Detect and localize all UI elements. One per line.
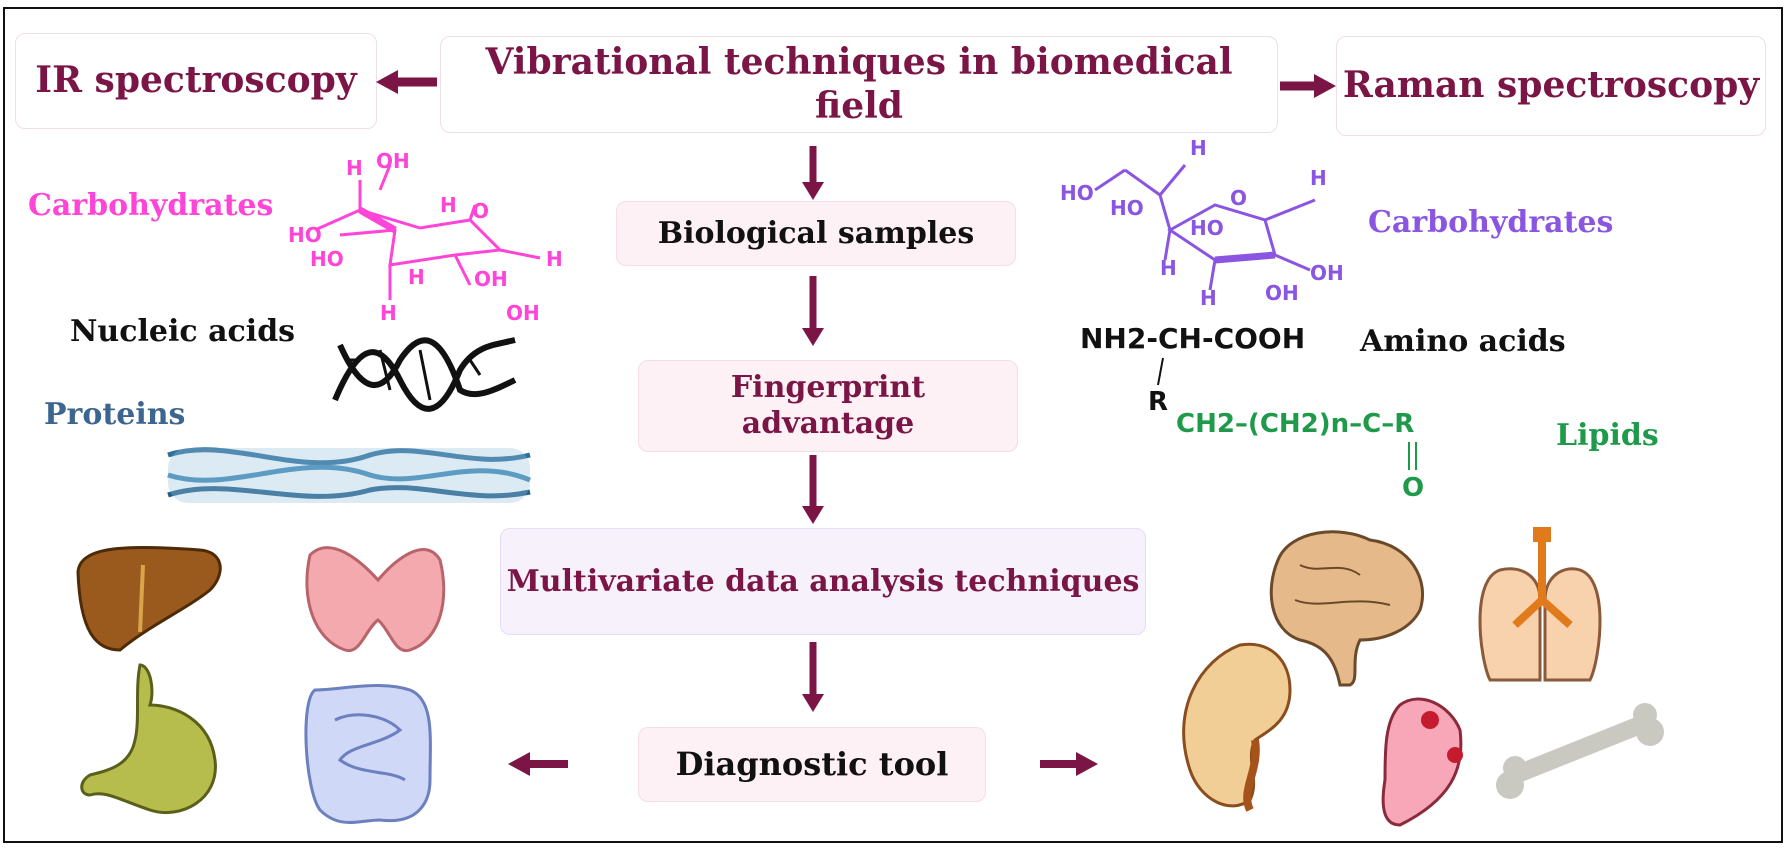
arrow-to-ir xyxy=(376,70,437,94)
brain-icon xyxy=(1269,530,1425,687)
ir-spectroscopy-label: IR spectroscopy xyxy=(35,59,357,102)
liver-icon xyxy=(76,545,222,652)
stomach-icon xyxy=(80,663,217,815)
fingerprint-advantage-box: Fingerprint advantage xyxy=(638,360,1018,452)
amino-acids-label: Amino acids xyxy=(1360,324,1566,359)
intestine-icon xyxy=(304,684,432,824)
lipid-formula: CH2–(CH2)n–C–R xyxy=(1176,409,1414,439)
arrow-bio-to-finger xyxy=(802,276,824,346)
arrow-main-to-bio xyxy=(802,146,824,200)
svg-text:O: O xyxy=(1230,186,1247,210)
raman-spectroscopy-label: Raman spectroscopy xyxy=(1342,64,1760,107)
diagnostic-tool-label: Diagnostic tool xyxy=(675,745,949,784)
biological-samples-label: Biological samples xyxy=(657,215,975,251)
arrow-multi-to-diag xyxy=(802,642,824,712)
svg-text:H: H xyxy=(1190,136,1207,160)
right-carbohydrates-label: Carbohydrates xyxy=(1368,205,1614,240)
svg-text:HO: HO xyxy=(310,247,344,271)
biological-samples-box: Biological samples xyxy=(616,201,1016,266)
arrow-finger-to-multi xyxy=(802,455,824,524)
thyroid-icon xyxy=(305,546,446,653)
bone-icon xyxy=(1496,703,1664,799)
proteins-label: Proteins xyxy=(44,397,186,432)
svg-text:OH: OH xyxy=(474,267,508,291)
svg-text:OH: OH xyxy=(506,301,540,325)
arrow-to-raman xyxy=(1280,74,1336,98)
raman-spectroscopy-box: Raman spectroscopy xyxy=(1336,36,1766,136)
svg-text:H: H xyxy=(346,156,363,180)
fingerprint-advantage-label: Fingerprint advantage xyxy=(730,370,926,441)
lungs-icon xyxy=(1478,527,1602,682)
svg-text:OH: OH xyxy=(376,149,410,173)
svg-text:HO: HO xyxy=(1110,196,1144,220)
arrow-diag-right xyxy=(1040,752,1098,776)
svg-text:HO: HO xyxy=(288,223,322,247)
arrow-diag-left xyxy=(508,752,568,776)
svg-text:HO: HO xyxy=(1060,181,1094,205)
diagnostic-tool-box: Diagnostic tool xyxy=(638,727,986,802)
amino-formula: NH2-CH-COOH xyxy=(1080,322,1305,355)
svg-text:H: H xyxy=(1200,286,1217,310)
kidney-icon xyxy=(1182,642,1292,812)
svg-text:H: H xyxy=(440,193,457,217)
heart-icon xyxy=(1381,697,1463,827)
main-title-label: Vibrational techniques in biomedical fie… xyxy=(485,41,1233,127)
svg-text:H: H xyxy=(1160,256,1177,280)
main-title-box: Vibrational techniques in biomedical fie… xyxy=(440,36,1278,133)
left-carbohydrates-label: Carbohydrates xyxy=(28,188,274,223)
svg-text:H: H xyxy=(380,301,397,325)
dna-helix-icon xyxy=(332,337,517,412)
nucleic-acids-label: Nucleic acids xyxy=(70,314,296,349)
svg-text:H: H xyxy=(546,247,563,271)
lipids-label: Lipids xyxy=(1556,418,1659,453)
svg-text:H: H xyxy=(1310,166,1327,190)
multivariate-analysis-box: Multivariate data analysis techniques xyxy=(500,528,1146,635)
svg-text:HO: HO xyxy=(1190,216,1224,240)
lipid-structure-icon: CH2–(CH2)n–C–R O xyxy=(1176,409,1424,503)
svg-text:H: H xyxy=(408,265,425,289)
svg-text:OH: OH xyxy=(1265,281,1299,305)
diagram-frame xyxy=(3,7,1783,843)
svg-text:OH: OH xyxy=(1310,261,1344,285)
amino-acid-structure-icon: NH2-CH-COOH R xyxy=(1080,322,1305,417)
svg-text:O: O xyxy=(472,199,489,223)
protein-fiber-icon xyxy=(167,447,531,503)
amino-r: R xyxy=(1148,387,1168,417)
lipid-o: O xyxy=(1402,473,1424,503)
multivariate-analysis-label: Multivariate data analysis techniques xyxy=(506,563,1140,599)
ir-spectroscopy-box: IR spectroscopy xyxy=(15,33,377,129)
